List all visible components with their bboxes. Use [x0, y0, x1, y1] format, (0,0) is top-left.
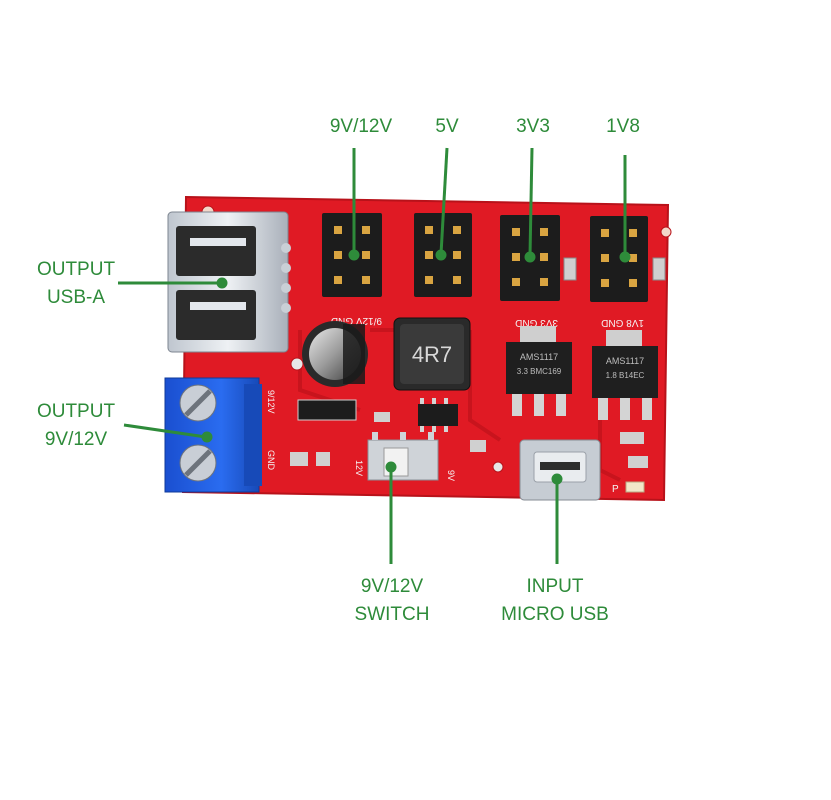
label-output-usb-a-line1: OUTPUT — [36, 259, 116, 280]
regulator-marking: 3.3 BMC169 — [517, 367, 562, 376]
smd-capacitor — [652, 257, 666, 281]
power-led-silk: P — [612, 484, 619, 495]
smd-diode — [297, 399, 357, 421]
regulator-3v3: AMS1117 3.3 BMC169 — [506, 326, 572, 416]
label-switch-line1: 9V/12V — [360, 576, 424, 597]
smd-resistor — [290, 452, 308, 466]
label-input-line2: MICRO USB — [501, 604, 609, 625]
control-ic — [418, 398, 458, 432]
terminal-silk-gnd: GND — [266, 450, 276, 471]
regulator-marking: 1.8 B14EC — [606, 371, 645, 380]
switch-silk-9v: 9V — [446, 470, 456, 481]
silk-header-label: 9/12V GND — [331, 315, 382, 326]
label-5v-header: 5V — [435, 116, 459, 137]
micro-usb-port: P — [519, 439, 645, 501]
electrolytic-capacitor — [302, 321, 368, 387]
smd-resistor — [374, 412, 390, 422]
screw-terminal: 9/12V GND — [164, 377, 276, 493]
silk-header-label: 1V8 GND — [601, 317, 644, 328]
callout-pointers — [118, 147, 631, 564]
regulator-marking: AMS1117 — [606, 356, 644, 366]
smd-resistor — [628, 456, 648, 468]
silk-header-label: 3V3 GND — [515, 317, 558, 328]
label-3v3-header: 3V3 — [516, 116, 550, 137]
smd-resistor — [470, 440, 486, 452]
usb-a-port — [167, 211, 291, 353]
smd-capacitor — [563, 257, 577, 281]
inductor: 4R7 — [393, 317, 471, 391]
label-output-terminal-line2: 9V/12V — [44, 429, 108, 450]
regulator-marking: AMS1117 — [520, 352, 558, 362]
label-input-line1: INPUT — [526, 576, 584, 597]
pin-header-1v8 — [590, 216, 648, 302]
switch-silk-12v: 12V — [354, 460, 364, 476]
terminal-silk-vout: 9/12V — [266, 390, 276, 414]
slide-switch: 12V 9V — [354, 432, 456, 481]
label-output-terminal-line1: OUTPUT — [36, 401, 116, 422]
label-1v8-header: 1V8 — [606, 116, 640, 137]
label-switch-line2: SWITCH — [354, 604, 430, 625]
smd-resistor — [620, 432, 644, 444]
label-9v12v-header: 9V/12V — [329, 116, 393, 137]
power-led — [625, 481, 645, 493]
regulator-1v8: AMS1117 1.8 B14EC — [592, 330, 658, 420]
inductor-marking: 4R7 — [412, 342, 452, 367]
smd-resistor — [316, 452, 330, 466]
label-output-usb-a-line2: USB-A — [46, 287, 106, 308]
